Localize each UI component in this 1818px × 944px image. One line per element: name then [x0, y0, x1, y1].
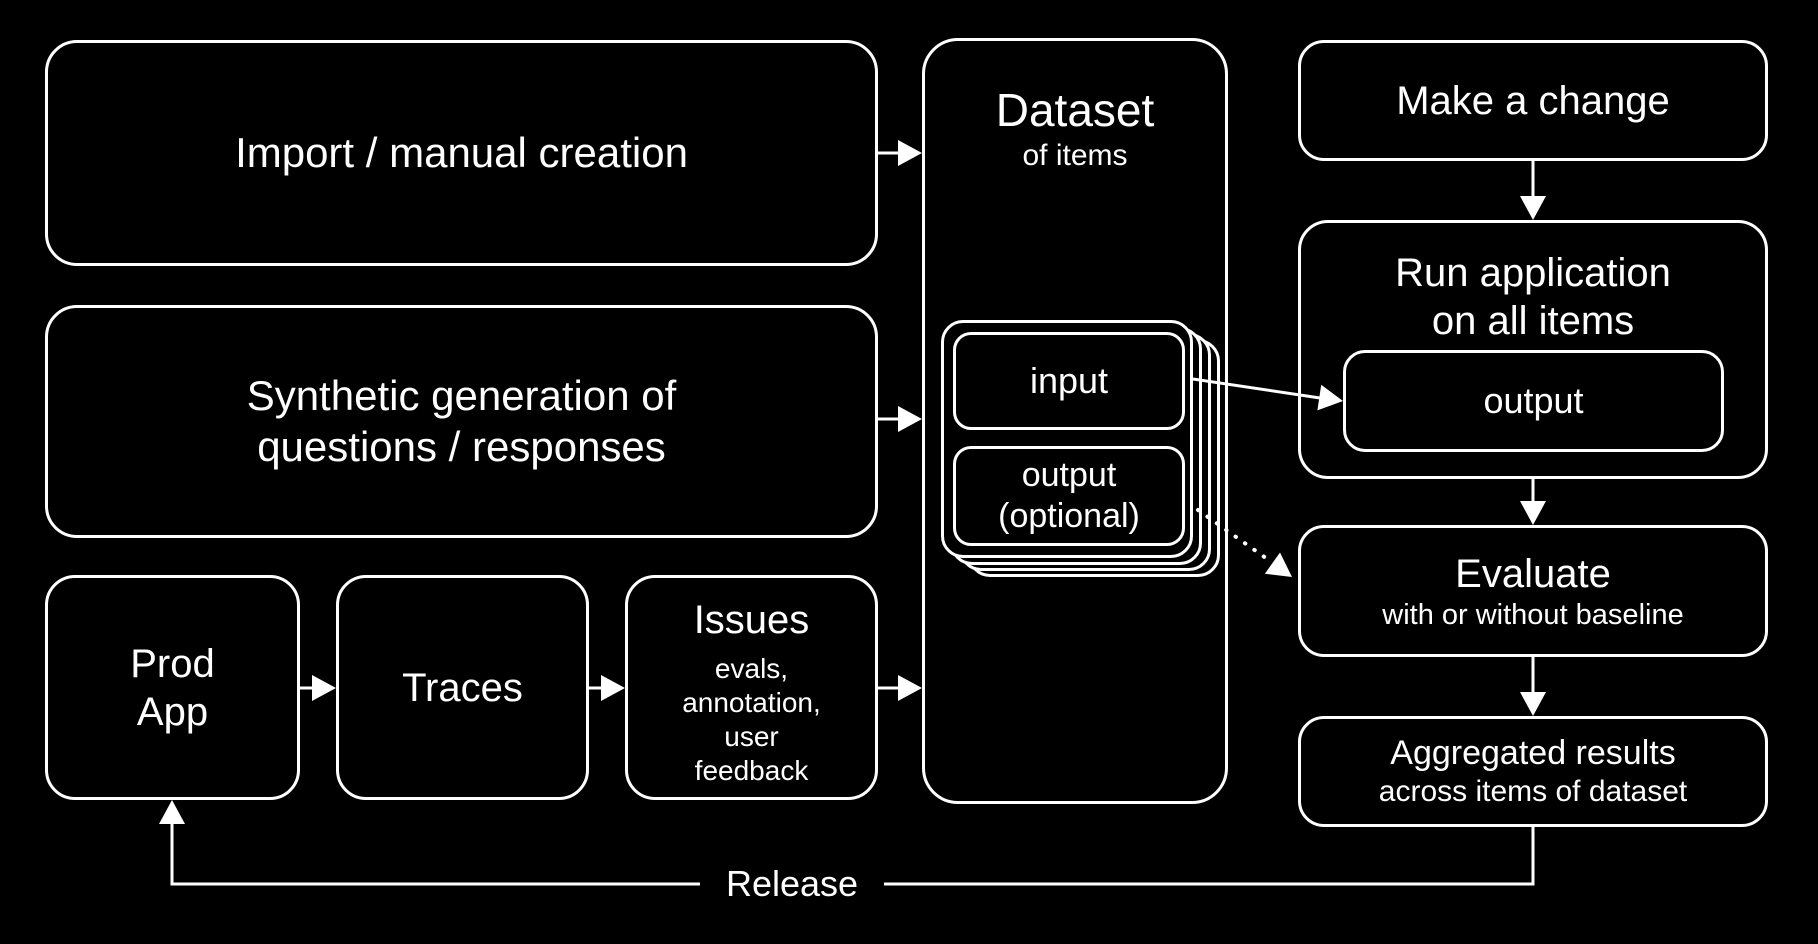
prod-app-line1: Prod	[130, 641, 215, 686]
traces-label: Traces	[402, 665, 523, 710]
run-output-label: output	[1483, 380, 1584, 422]
issues-sub-line: user	[724, 721, 779, 753]
issues-sub-line: feedback	[694, 755, 809, 787]
synthetic-generation-line1: Synthetic generation of	[246, 372, 677, 420]
import-manual-creation-label: Import / manual creation	[235, 128, 688, 176]
arrow-synthetic-to-dataset	[878, 406, 922, 432]
aggregated-results-line1: Aggregated results	[1390, 734, 1676, 773]
arrow-prod-app-to-traces	[300, 675, 336, 701]
synthetic-generation-box: Synthetic generation of questions / resp…	[45, 305, 878, 538]
evaluate-subtitle: with or without baseline	[1382, 598, 1684, 631]
dataset-subtitle: of items	[1022, 139, 1128, 173]
release-label: Release	[699, 859, 885, 909]
arrow-make-change-to-run-application	[1520, 161, 1546, 220]
import-manual-creation-box: Import / manual creation	[45, 40, 878, 266]
item-output-line2: (optional)	[998, 497, 1140, 535]
issues-box: Issues evals, annotation, user feedback	[625, 575, 878, 800]
make-a-change-box: Make a change	[1298, 40, 1768, 161]
arrow-run-application-to-evaluate	[1520, 479, 1546, 525]
arrow-import-to-dataset	[878, 140, 922, 166]
issues-title: Issues	[693, 598, 810, 642]
evaluate-title: Evaluate	[1455, 551, 1611, 596]
run-application-line1: Run application	[1395, 251, 1671, 295]
issues-sub-line: evals,	[714, 653, 789, 684]
synthetic-generation-line2: questions / responses	[257, 422, 666, 470]
aggregated-results-line2: across items of dataset	[1378, 774, 1688, 808]
arrow-traces-to-issues	[589, 675, 625, 701]
issues-sub-line: annotation,	[682, 687, 821, 719]
prod-app-line2: App	[136, 689, 209, 734]
run-output-box: output	[1343, 350, 1724, 452]
traces-box: Traces	[336, 575, 589, 800]
prod-app-box: Prod App	[45, 575, 300, 800]
dataset-title: Dataset	[995, 84, 1155, 136]
arrow-issues-to-dataset	[878, 675, 922, 701]
item-output-line1: output	[1021, 456, 1117, 495]
aggregated-results-box: Aggregated results across items of datas…	[1298, 716, 1768, 827]
make-a-change-label: Make a change	[1396, 78, 1670, 123]
arrow-evaluate-to-aggregated	[1520, 657, 1546, 716]
item-input-box: input	[953, 332, 1185, 430]
evaluate-box: Evaluate with or without baseline	[1298, 525, 1768, 657]
run-application-line2: on all items	[1431, 299, 1635, 343]
item-input-label: input	[1029, 360, 1109, 402]
item-output-box: output (optional)	[953, 446, 1185, 546]
